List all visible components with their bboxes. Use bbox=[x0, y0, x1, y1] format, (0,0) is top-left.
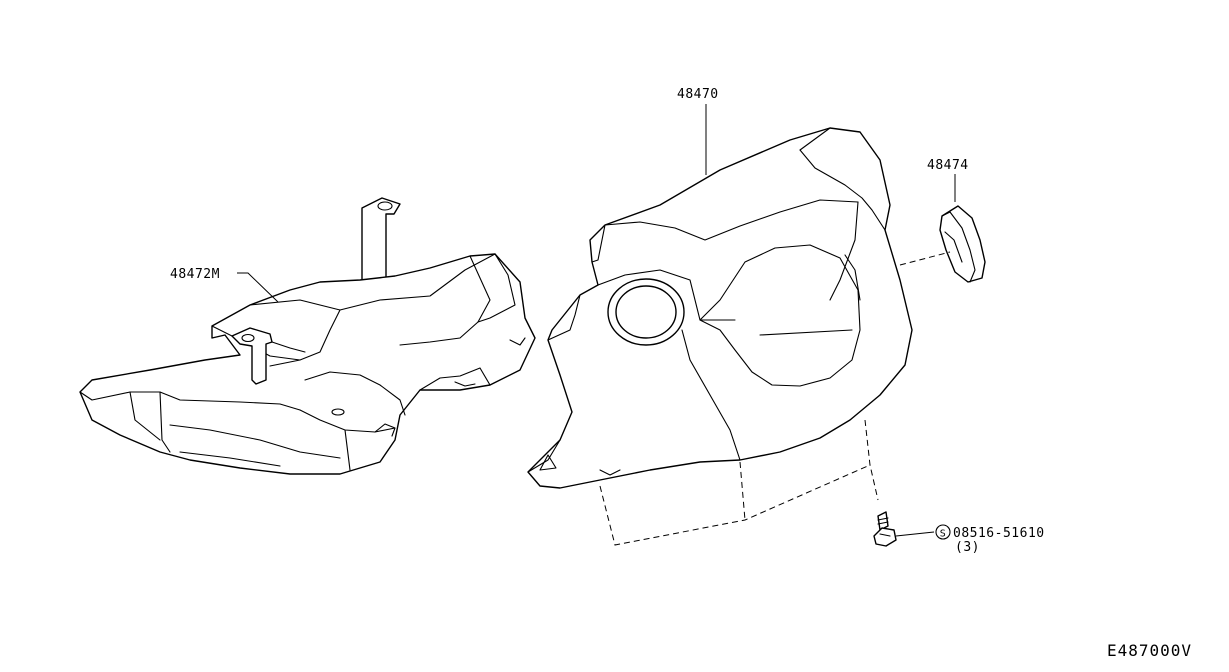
figure-code: E487000V bbox=[1107, 641, 1192, 660]
screw-leader-line bbox=[895, 531, 935, 537]
lower-cover-leader-line bbox=[237, 272, 279, 303]
finisher-part bbox=[939, 205, 986, 283]
screw-quantity: (3) bbox=[955, 540, 980, 555]
screw-part bbox=[873, 511, 897, 547]
finisher-projection-line bbox=[899, 251, 951, 266]
upper-cover-label: 48470 bbox=[677, 87, 719, 102]
screw-symbol-badge: S bbox=[935, 524, 951, 540]
finisher-label: 48474 bbox=[927, 158, 969, 173]
upper-column-cover bbox=[527, 127, 913, 546]
lower-cover-label: 48472M bbox=[170, 267, 220, 282]
lower-column-cover bbox=[79, 197, 536, 475]
screw-part-number: 08516-51610 bbox=[953, 526, 1045, 541]
screw-symbol: S bbox=[940, 529, 947, 540]
